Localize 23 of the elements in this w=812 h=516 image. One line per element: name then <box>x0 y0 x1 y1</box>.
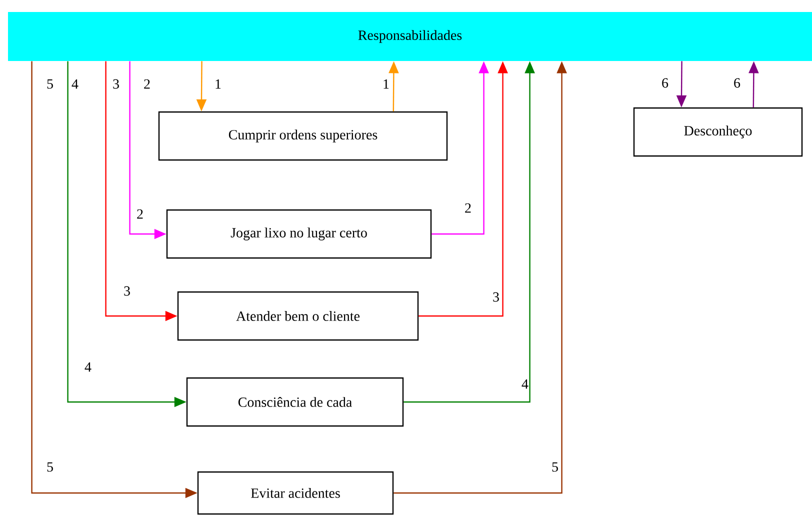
edge-label: 6 <box>662 78 668 88</box>
line-number: 5 <box>47 79 53 89</box>
edge-label: 5 <box>552 462 558 472</box>
text-box: Evitar acidentes <box>197 471 394 515</box>
text-box: Jogar lixo no lugar certo <box>166 209 432 259</box>
line-number: 4 <box>72 79 78 89</box>
title-band: Responsabilidades <box>8 12 812 61</box>
text-box: Atender bem o cliente <box>177 291 419 341</box>
line-number: 3 <box>113 79 119 89</box>
edge-label: 1 <box>216 79 221 89</box>
text-box: Cumprir ordens superiores <box>158 111 448 161</box>
edge-label: 4 <box>84 362 92 372</box>
edge-label: 2 <box>137 209 143 219</box>
edge-label: 3 <box>124 286 130 296</box>
edge-label: 2 <box>465 203 471 213</box>
edge-label: 6 <box>734 78 740 88</box>
edge-label: 4 <box>522 379 528 389</box>
edge-label: 1 <box>384 79 389 89</box>
text-box: Desconheço <box>633 107 803 157</box>
line-number: 2 <box>144 79 150 89</box>
edge-label: 3 <box>493 292 499 302</box>
text-box: Consciência de cada <box>186 377 404 427</box>
edge-label: 5 <box>47 462 53 472</box>
